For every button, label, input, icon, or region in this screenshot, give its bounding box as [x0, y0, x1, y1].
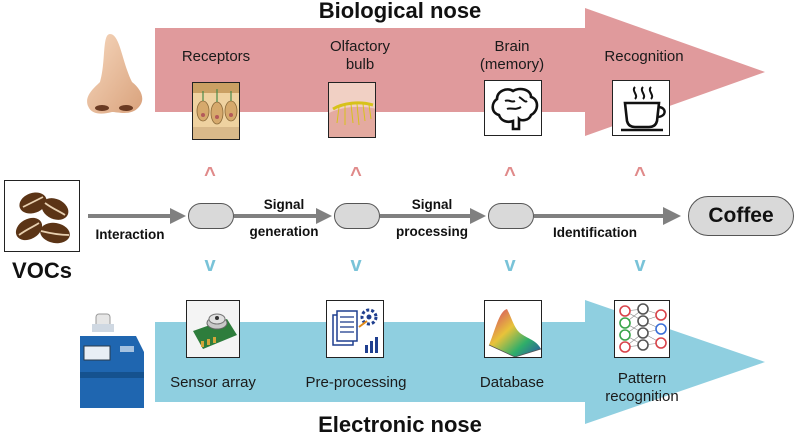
coffee-beans-icon — [4, 180, 80, 252]
down-chevron-icon: v — [204, 254, 216, 276]
electronic-nose-title: Electronic nose — [318, 412, 482, 437]
coffee-output: Coffee — [688, 196, 794, 236]
receptor-cells-icon — [192, 82, 240, 140]
up-chevron-icon: ^ — [204, 164, 216, 186]
flow-arrowhead-1 — [170, 208, 186, 224]
olfactory-bulb-icon — [328, 82, 376, 138]
stage-label-line: (memory) — [479, 56, 545, 73]
down-chevron-icon: v — [634, 254, 646, 276]
flow-arrowhead-4 — [663, 207, 681, 225]
step-label-line: generation — [249, 224, 319, 239]
nose-icon — [87, 34, 143, 114]
stage-label-line: Pattern — [617, 370, 667, 387]
stage-node-2 — [334, 203, 380, 229]
electronic-arrow — [155, 300, 765, 424]
step-label-line: Signal — [263, 197, 305, 212]
stage-label-recognition: Recognition — [604, 48, 684, 65]
stage-label-line: recognition — [605, 388, 679, 405]
stage-node-3 — [488, 203, 534, 229]
up-chevron-icon: ^ — [634, 164, 646, 186]
step-label-signal-processing: Signal processing — [384, 196, 480, 240]
stage-label-line: Brain — [494, 38, 530, 55]
vocs-label: VOCs — [12, 258, 72, 283]
up-chevron-icon: ^ — [350, 164, 362, 186]
stage-label-database: Database — [479, 374, 545, 391]
step-label-line: processing — [395, 224, 469, 239]
flow-arrowhead-2 — [316, 208, 332, 224]
stage-label-receptors: Receptors — [181, 48, 251, 65]
step-label-interaction: Interaction — [95, 227, 165, 242]
step-label-signal-generation: Signal generation — [236, 196, 332, 240]
stage-label-sensor-array: Sensor array — [170, 374, 256, 391]
surface-plot-icon — [484, 300, 542, 358]
step-label-line: Signal — [411, 197, 453, 212]
stage-label-line: Olfactory — [329, 38, 390, 55]
stage-label-pattern-recognition: Pattern recognition — [582, 370, 702, 406]
stage-label-brain: Brain (memory) — [452, 38, 572, 74]
document-gear-icon — [326, 300, 384, 358]
brain-icon — [484, 80, 542, 136]
sensor-chip-icon — [186, 300, 240, 358]
neural-network-icon — [614, 300, 670, 358]
flow-arrowhead-3 — [470, 208, 486, 224]
down-chevron-icon: v — [350, 254, 362, 276]
stage-label-olfactory-bulb: Olfactory bulb — [300, 38, 420, 74]
down-chevron-icon: v — [504, 254, 516, 276]
stage-label-line: bulb — [345, 56, 375, 73]
stage-label-pre-processing: Pre-processing — [305, 374, 407, 391]
up-chevron-icon: ^ — [504, 164, 516, 186]
biological-nose-title: Biological nose — [318, 0, 482, 23]
coffee-cup-icon — [612, 80, 670, 136]
electronic-nose-device-icon — [80, 313, 144, 408]
stage-node-1 — [188, 203, 234, 229]
step-label-identification: Identification — [553, 225, 637, 240]
